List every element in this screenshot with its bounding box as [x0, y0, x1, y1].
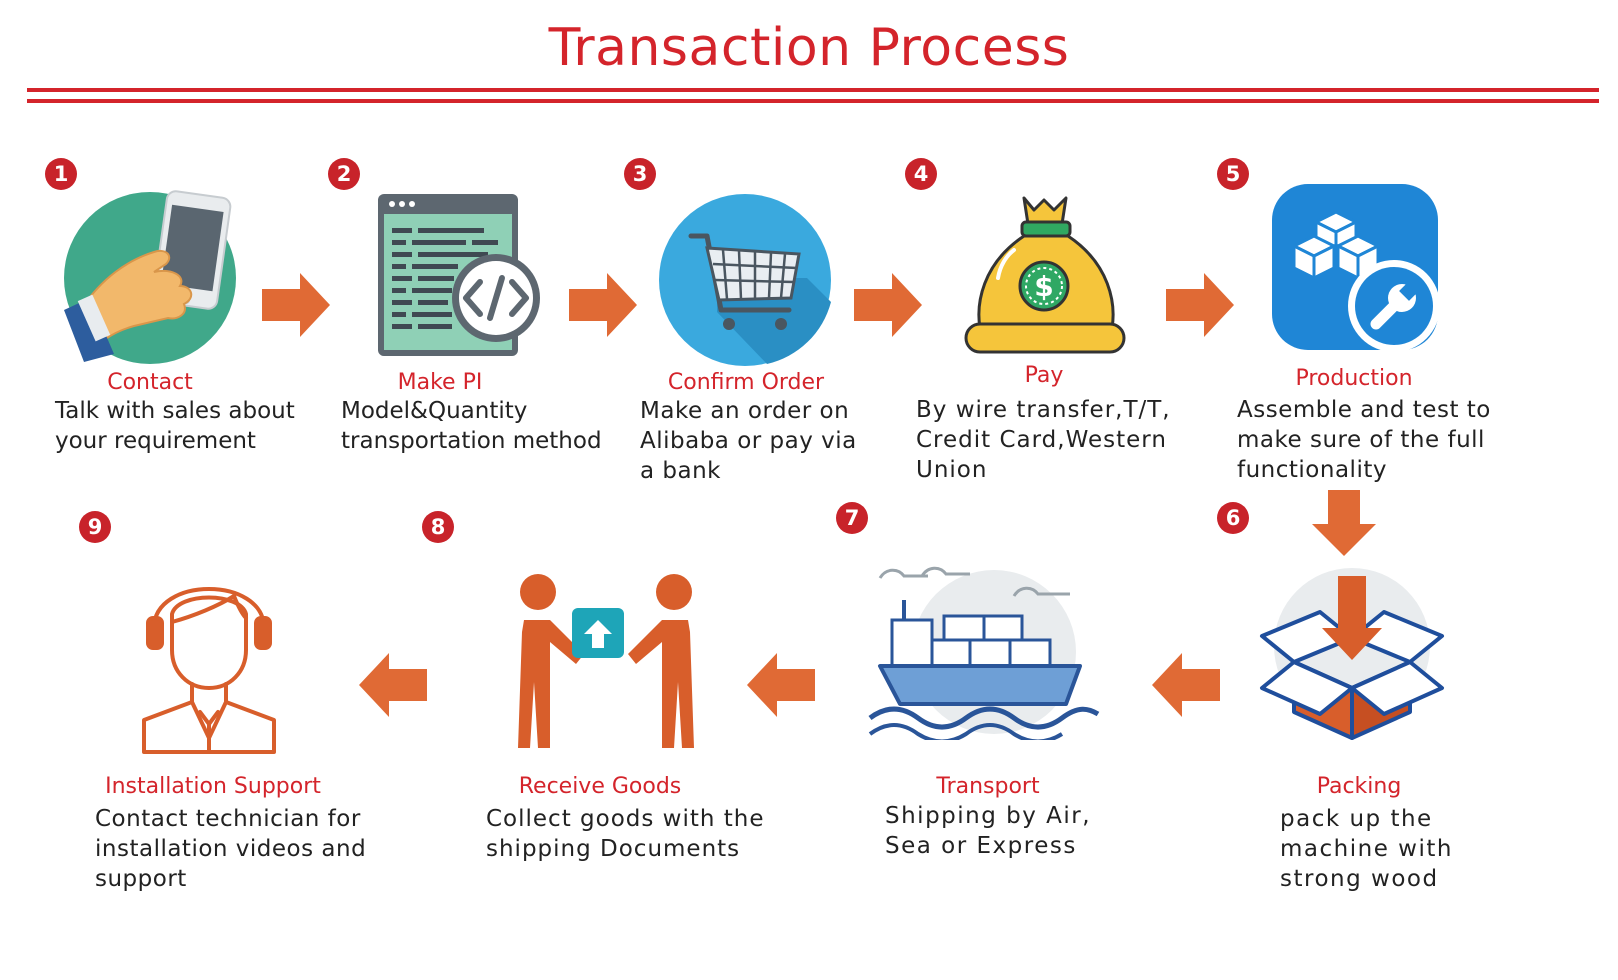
page-title: Transaction Process	[548, 18, 1070, 78]
step-number-4: 4	[905, 158, 937, 190]
step-number-5: 5	[1217, 158, 1249, 190]
step-number-1: 1	[45, 158, 77, 190]
step-name-contact: Contact	[107, 370, 193, 395]
step-desc-transport: Shipping by Air,Sea or Express	[885, 803, 1092, 859]
step-name-production: Production	[1295, 366, 1413, 391]
arrow-right-icon	[262, 273, 330, 337]
step-number-9: 9	[79, 511, 111, 543]
svg-text:$: $	[1034, 270, 1053, 303]
step-number-6: 6	[1217, 502, 1249, 534]
money-bag-icon: $	[964, 196, 1126, 354]
phone-hand-icon	[64, 190, 236, 364]
step-number-7: 7	[836, 502, 868, 534]
title-rule-top	[27, 88, 1599, 92]
shopping-cart-icon	[659, 194, 831, 366]
arrow-down-icon	[1312, 490, 1376, 556]
step-number-3: 3	[624, 158, 656, 190]
headset-support-icon	[142, 587, 276, 754]
step-name-receive-goods: Receive Goods	[518, 774, 682, 799]
arrow-right-icon	[569, 273, 637, 337]
step-number-8: 8	[422, 511, 454, 543]
step-name-confirm-order: Confirm Order	[667, 370, 825, 395]
step-name-transport: Transport	[936, 774, 1040, 799]
assembly-tool-icon	[1272, 184, 1440, 352]
cargo-ship-icon	[868, 566, 1100, 740]
step-desc-pay: By wire transfer,T/T,Credit Card,Western…	[916, 397, 1171, 483]
package-handover-icon	[518, 574, 694, 748]
step-number-2: 2	[328, 158, 360, 190]
arrow-right-icon	[854, 273, 922, 337]
step-name-make-pi: Make PI	[397, 370, 483, 395]
arrow-left-icon	[359, 653, 427, 717]
step-name-packing: Packing	[1316, 774, 1402, 799]
code-document-icon	[378, 194, 540, 356]
packing-box-icon	[1260, 568, 1444, 740]
arrow-left-icon	[747, 653, 815, 717]
arrow-left-icon	[1152, 653, 1220, 717]
step-name-installation-support: Installation Support	[105, 774, 321, 799]
title-rule-bottom	[27, 99, 1599, 103]
step-name-pay: Pay	[1024, 363, 1064, 388]
arrow-right-icon	[1166, 273, 1234, 337]
